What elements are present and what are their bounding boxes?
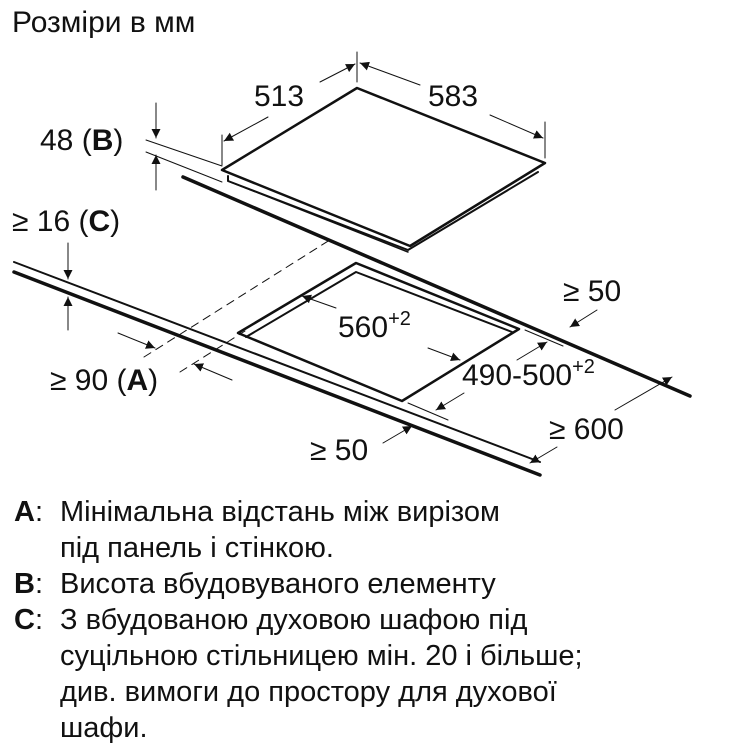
hob-depth-label: 513 (254, 80, 305, 113)
hob-width-label: 583 (428, 80, 479, 113)
legend-item-a: A: Мінімальна відстань між вирізом під п… (14, 496, 500, 564)
legend: A: Мінімальна відстань між вирізом під п… (14, 494, 583, 746)
legend-item-b: B: Висота вбудовуваного елементу (14, 568, 496, 600)
height-b-label: 48 (B) (40, 124, 124, 157)
cutout-shape (236, 261, 521, 403)
cutout-width-label: 560+2 (338, 308, 411, 344)
min-a-label: ≥ 90 (A) (50, 364, 159, 397)
front-gap-label: ≥ 50 (310, 434, 369, 467)
installation-diagram (12, 51, 692, 477)
hob-shape (220, 86, 547, 253)
diagram-title: Розміри в мм (12, 6, 196, 39)
min-c-label: ≥ 16 (C) (12, 205, 121, 238)
worktop-depth-label: ≥ 600 (549, 413, 624, 446)
cutout-depth-label: 490-500+2 (462, 356, 595, 392)
rear-gap-label: ≥ 50 (563, 275, 622, 308)
legend-item-c: C: З вбудованою духовою шафою під суціль… (14, 604, 583, 744)
